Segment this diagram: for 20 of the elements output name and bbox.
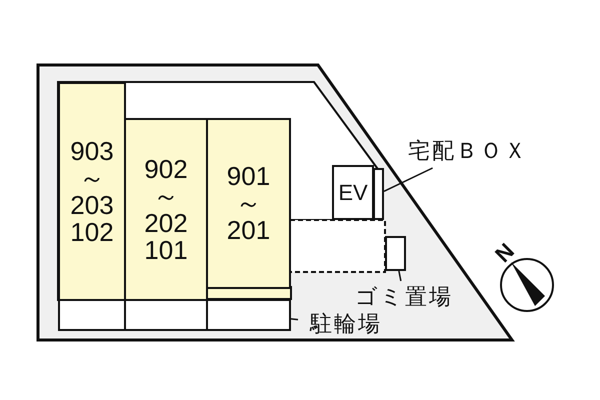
leader-line bbox=[290, 318, 298, 320]
leader-line bbox=[398, 270, 402, 282]
area-box bbox=[206, 299, 291, 331]
area-box bbox=[373, 168, 384, 220]
area-box bbox=[124, 299, 208, 331]
unit-label: 901 ～ 201 bbox=[226, 163, 272, 244]
unit-label: 902 ～ 202 101 bbox=[143, 156, 189, 264]
unit-label: 903 ～ 203 102 bbox=[69, 138, 115, 246]
area-label: ゴミ置場 bbox=[355, 283, 453, 311]
area-box bbox=[385, 236, 406, 271]
elevator-box bbox=[332, 165, 374, 220]
area-label: 宅配ＢＯＸ bbox=[408, 137, 528, 165]
apartment-block bbox=[124, 118, 208, 301]
unit-label: EV bbox=[338, 180, 368, 206]
area-box bbox=[58, 299, 126, 331]
north-label: N bbox=[490, 238, 520, 268]
area-label: 駐輪場 bbox=[310, 310, 382, 338]
apartment-block bbox=[58, 82, 126, 301]
leader-line bbox=[384, 167, 433, 192]
apartment-block bbox=[206, 118, 291, 289]
